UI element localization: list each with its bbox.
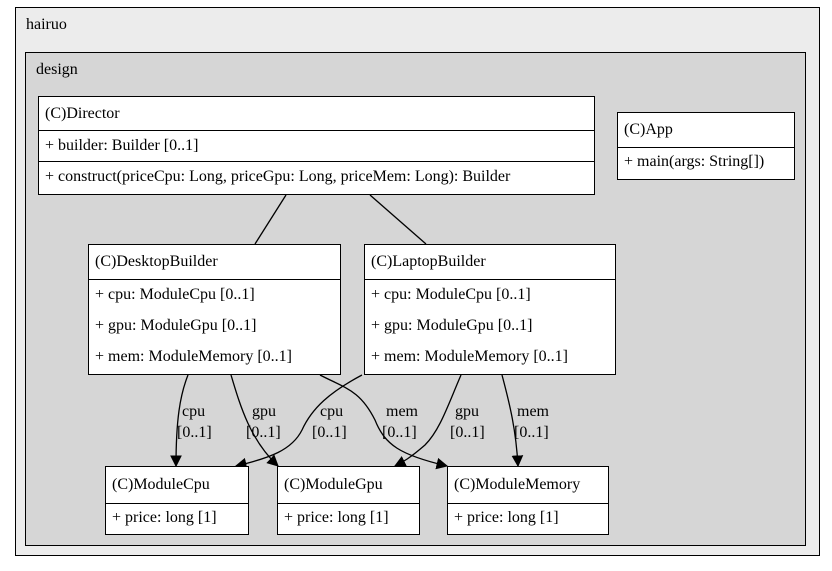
class-title: (C)DesktopBuilder — [95, 253, 218, 270]
class-title: (C)ModuleMemory — [454, 476, 581, 493]
edge-label-laptop-mem-role: mem — [517, 403, 549, 420]
edge-label-laptop-cpu-role: cpu — [320, 403, 344, 420]
class-method: + construct(priceCpu: Long, priceGpu: Lo… — [45, 168, 511, 185]
divider — [39, 161, 594, 162]
edge-desktop-mem — [319, 374, 449, 470]
package-label: hairuo — [26, 16, 67, 33]
edge-label-desktop-cpu-multiplicity: [0..1] — [177, 424, 212, 441]
divider — [106, 503, 248, 504]
class-title: (C)App — [624, 121, 673, 138]
class-title: (C)ModuleCpu — [112, 476, 210, 493]
class-field: + builder: Builder [0..1] — [45, 137, 199, 154]
class-module-memory[interactable]: (C)ModuleMemory + price: long [1] — [447, 466, 609, 535]
edge-director-desktop — [254, 194, 287, 245]
class-module-cpu[interactable]: (C)ModuleCpu + price: long [1] — [105, 466, 249, 535]
divider — [278, 503, 419, 504]
class-title: (C)LaptopBuilder — [371, 253, 486, 270]
class-laptop-builder[interactable]: (C)LaptopBuilder + cpu: ModuleCpu [0..1]… — [364, 244, 616, 375]
edge-desktop-gpu — [230, 374, 279, 467]
edge-desktop-cpu — [170, 374, 189, 468]
package-label: design — [36, 61, 78, 78]
class-title: (C)ModuleGpu — [284, 476, 383, 493]
class-method: + main(args: String[]) — [624, 153, 765, 170]
edge-label-laptop-gpu-role: gpu — [455, 403, 479, 420]
class-field: + price: long [1] — [284, 509, 389, 526]
class-field: + gpu: ModuleGpu [0..1] — [371, 317, 533, 334]
divider — [618, 147, 794, 148]
edge-label-desktop-cpu-role: cpu — [182, 403, 206, 420]
edge-director-laptop — [369, 194, 427, 245]
class-field: + mem: ModuleMemory [0..1] — [95, 348, 292, 365]
class-director[interactable]: (C)Director + builder: Builder [0..1] + … — [38, 96, 595, 195]
class-field: + cpu: ModuleCpu [0..1] — [95, 286, 255, 303]
class-field: + cpu: ModuleCpu [0..1] — [371, 286, 531, 303]
divider — [448, 503, 608, 504]
class-field: + price: long [1] — [454, 509, 559, 526]
divider — [365, 279, 615, 280]
class-desktop-builder[interactable]: (C)DesktopBuilder + cpu: ModuleCpu [0..1… — [88, 244, 341, 375]
edge-label-laptop-cpu-multiplicity: [0..1] — [312, 424, 347, 441]
edge-label-laptop-mem-multiplicity: [0..1] — [514, 424, 549, 441]
edge-label-desktop-gpu-role: gpu — [252, 403, 276, 420]
edge-laptop-gpu — [393, 374, 462, 467]
class-app[interactable]: (C)App + main(args: String[]) — [617, 112, 795, 180]
class-field: + price: long [1] — [112, 509, 217, 526]
class-module-gpu[interactable]: (C)ModuleGpu + price: long [1] — [277, 466, 420, 535]
divider — [89, 279, 340, 280]
edge-label-laptop-gpu-multiplicity: [0..1] — [450, 424, 485, 441]
divider — [39, 130, 594, 131]
edge-label-desktop-mem-multiplicity: [0..1] — [382, 424, 417, 441]
class-field: + mem: ModuleMemory [0..1] — [371, 348, 568, 365]
edge-label-desktop-mem-role: mem — [386, 403, 418, 420]
edge-laptop-mem — [501, 374, 524, 468]
class-field: + gpu: ModuleGpu [0..1] — [95, 317, 257, 334]
edge-label-desktop-gpu-multiplicity: [0..1] — [246, 424, 281, 441]
class-title: (C)Director — [45, 105, 120, 122]
edge-laptop-cpu — [234, 374, 363, 470]
